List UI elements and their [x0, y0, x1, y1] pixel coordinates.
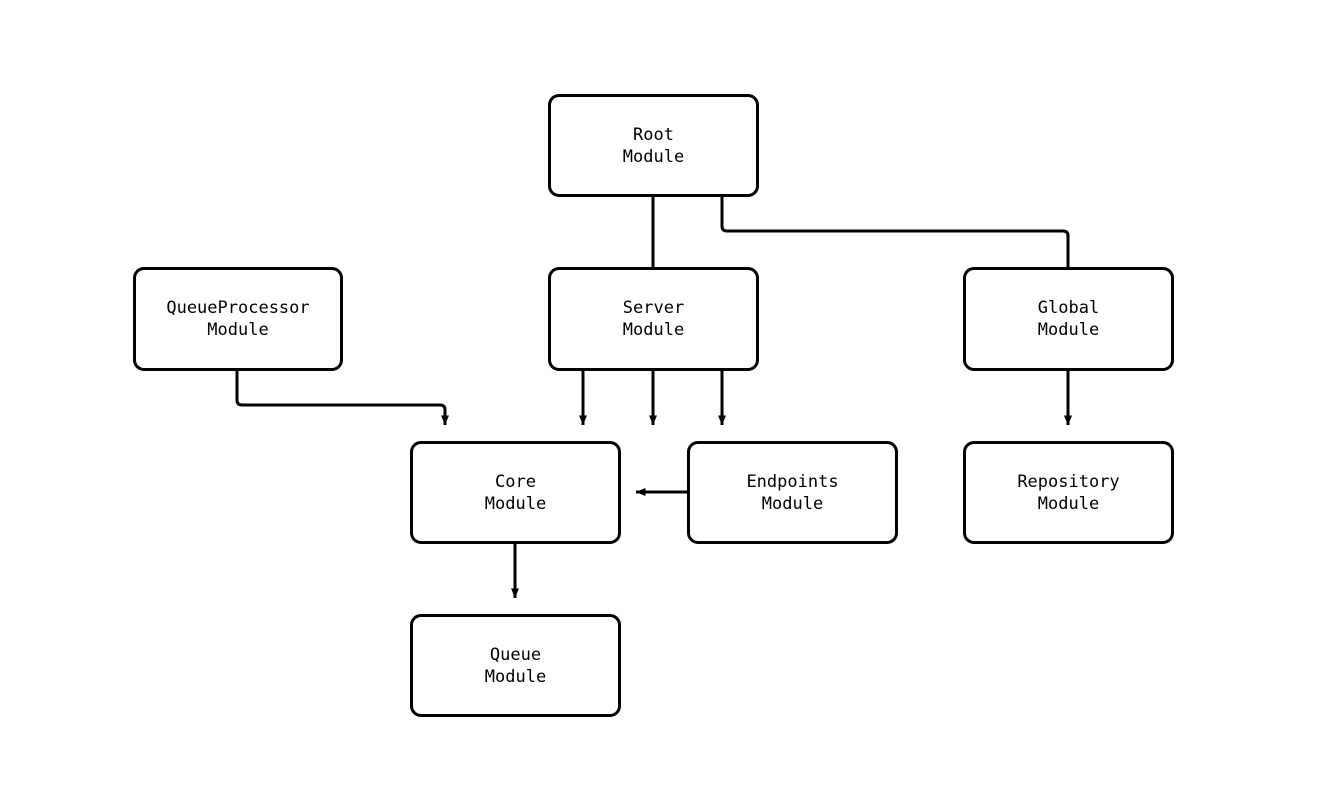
node-repository-module[interactable]: Repository Module: [963, 441, 1174, 544]
node-endpoints-module-name: Endpoints: [746, 471, 839, 492]
node-endpoints-module-kind: Module: [761, 493, 824, 514]
node-global-module-kind: Module: [1037, 320, 1100, 340]
node-root-module-name: Root: [633, 124, 674, 145]
node-global-module-name: Global: [1037, 298, 1100, 318]
node-queue-module-name: Queue: [489, 644, 542, 665]
node-core-module-kind: Module: [484, 493, 547, 514]
node-queueprocessor-module-kind: Module: [207, 320, 269, 340]
node-endpoints-module[interactable]: Endpoints Module: [687, 441, 898, 544]
node-core-module[interactable]: Core Module: [410, 441, 621, 544]
node-server-module[interactable]: Server Module: [548, 267, 759, 371]
node-core-module-name: Core: [495, 471, 536, 492]
edge-root-to-global: [720, 197, 1072, 425]
node-queueprocessor-module[interactable]: QueueProcessor Module: [133, 267, 343, 371]
node-repository-module-name: Repository: [1017, 471, 1120, 492]
node-global-module[interactable]: Global Module: [963, 267, 1174, 371]
node-root-module[interactable]: Root Module: [548, 94, 759, 197]
node-server-module-kind: Module: [622, 320, 685, 340]
edge-queueprocessor-to-core: [235, 371, 449, 425]
node-queue-module[interactable]: Queue Module: [410, 614, 621, 717]
node-root-module-kind: Module: [622, 146, 685, 167]
node-queue-module-kind: Module: [484, 666, 547, 687]
node-repository-module-kind: Module: [1037, 493, 1100, 514]
node-queueprocessor-module-name: QueueProcessor: [166, 298, 310, 318]
node-server-module-name: Server: [622, 298, 685, 318]
